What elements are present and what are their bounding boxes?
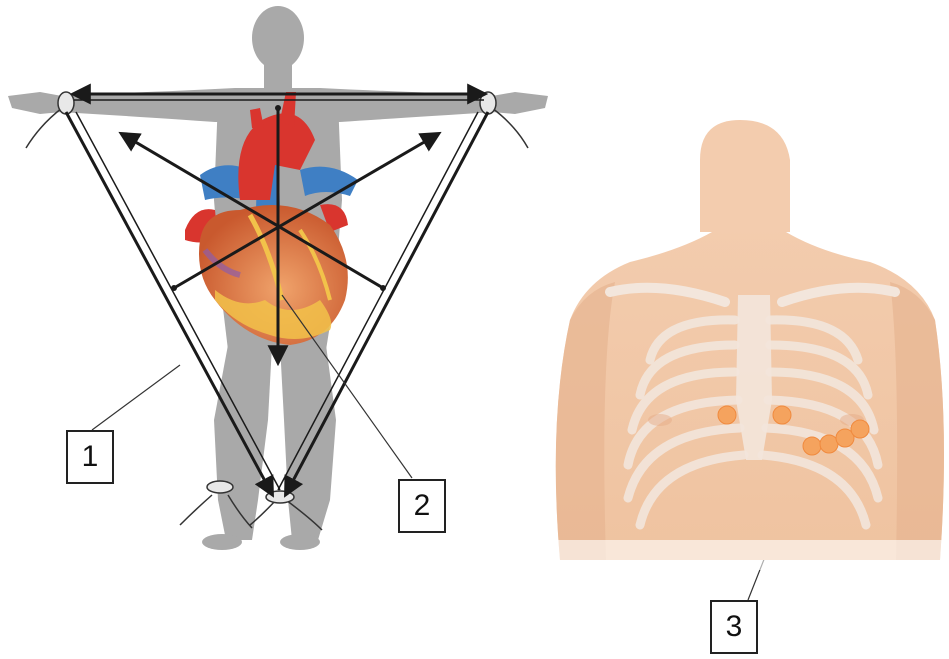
callout-1: 1	[66, 430, 114, 484]
right-arm-electrode	[58, 92, 74, 114]
v1-electrode	[718, 406, 736, 424]
v3-electrode	[803, 437, 821, 455]
callout-3-text: 3	[726, 610, 743, 644]
v4-electrode	[820, 435, 838, 453]
callout-3: 3	[710, 600, 758, 654]
right-leg-electrode	[207, 481, 233, 493]
callout-2: 2	[398, 479, 446, 533]
callout-2-text: 2	[414, 489, 431, 523]
v2-electrode	[773, 406, 791, 424]
chest-illustration	[540, 120, 949, 570]
v6-electrode	[851, 420, 869, 438]
callout-1-text: 1	[82, 440, 99, 474]
